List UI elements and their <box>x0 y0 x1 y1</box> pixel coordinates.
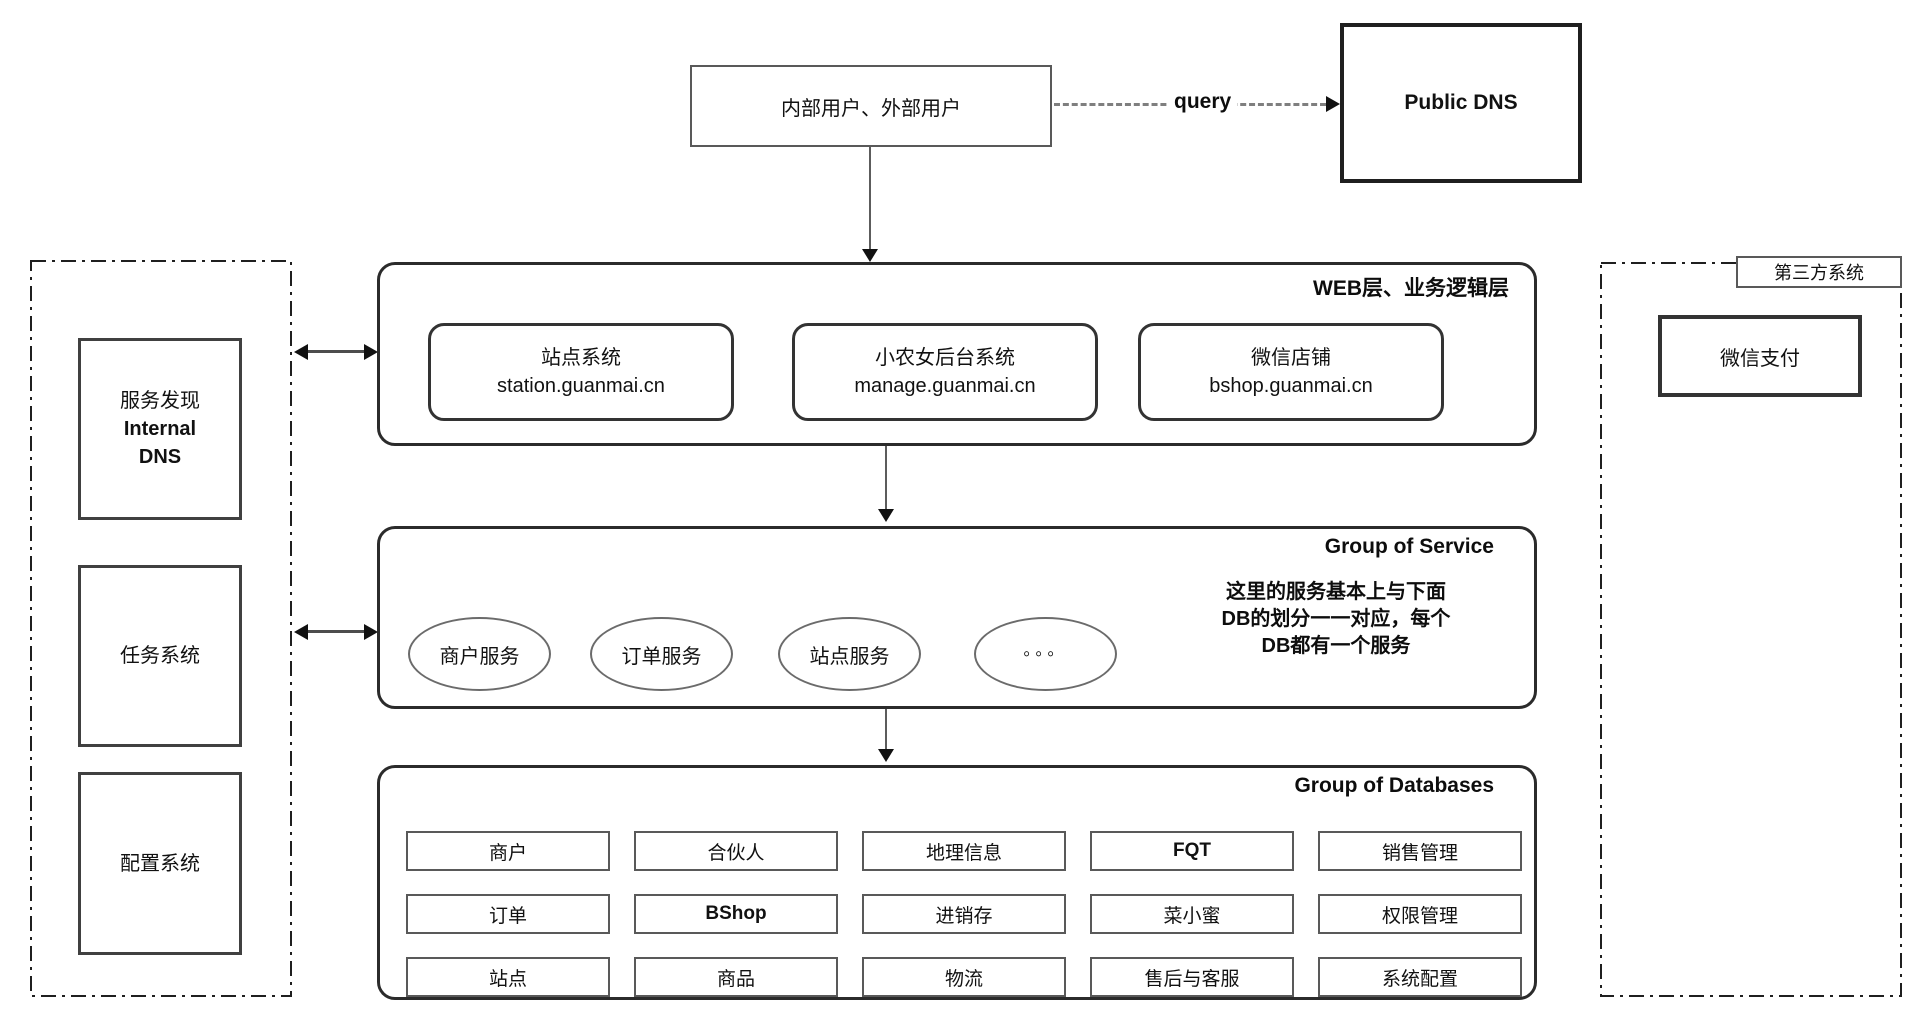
wechat-pay-label: 微信支付 <box>1720 347 1800 370</box>
users-to-web-arrow-line <box>869 147 871 249</box>
db-box-merchant: 商户 <box>406 831 610 871</box>
query-label: query <box>1168 90 1238 114</box>
web-to-service-arrowhead-icon <box>878 509 894 522</box>
service-to-db-arrowhead-icon <box>878 749 894 762</box>
db-row-1: 商户 合伙人 地理信息 FQT 销售管理 <box>406 831 1522 871</box>
web-to-service-arrow-line <box>885 446 887 509</box>
task-system-label: 任务系统 <box>120 645 200 667</box>
db-box-fqt: FQT <box>1090 831 1294 871</box>
more-services-dots: 。。。 <box>1023 642 1068 659</box>
left-panel-border <box>30 260 292 997</box>
db-box-product: 商品 <box>634 957 838 997</box>
db-group-title: Group of Databases <box>1294 774 1494 797</box>
users-label: 内部用户、外部用户 <box>781 97 961 120</box>
bshop-system-name: 微信店铺 <box>1251 347 1331 369</box>
db-box-station: 站点 <box>406 957 610 997</box>
station-system-domain: station.guanmai.cn <box>497 375 665 397</box>
db-row-3: 站点 商品 物流 售后与客服 系统配置 <box>406 957 1522 997</box>
order-service-ellipse: 订单服务 <box>590 617 733 691</box>
service-note-line2: DB的划分一一对应，每个 <box>1221 608 1451 630</box>
users-to-web-arrowhead-icon <box>862 249 878 262</box>
left-service-link-line <box>306 630 366 633</box>
bshop-system-box: 微信店铺 bshop.guanmai.cn <box>1138 323 1444 421</box>
service-group-container: Group of Service 这里的服务基本上与下面 DB的划分一一对应，每… <box>377 526 1537 709</box>
service-discovery-label-en1: Internal <box>123 418 197 440</box>
db-box-sales: 销售管理 <box>1318 831 1522 871</box>
task-system-box: 任务系统 <box>78 565 242 747</box>
public-dns-label: Public DNS <box>1404 91 1518 114</box>
db-box-order: 订单 <box>406 894 610 934</box>
service-discovery-label-en2: DNS <box>138 446 182 468</box>
manage-system-name: 小农女后台系统 <box>875 347 1015 369</box>
service-group-note: 这里的服务基本上与下面 DB的划分一一对应，每个 DB都有一个服务 <box>1150 579 1522 660</box>
web-layer-container: WEB层、业务逻辑层 站点系统 station.guanmai.cn 小农女后台… <box>377 262 1537 446</box>
web-layer-title: WEB层、业务逻辑层 <box>1313 277 1509 300</box>
station-system-name: 站点系统 <box>541 347 621 369</box>
left-web-link-arrowhead-left-icon <box>294 344 308 360</box>
db-box-partner: 合伙人 <box>634 831 838 871</box>
third-party-label: 第三方系统 <box>1774 263 1864 283</box>
wechat-pay-box: 微信支付 <box>1658 315 1862 397</box>
left-service-link-arrowhead-left-icon <box>294 624 308 640</box>
manage-system-box: 小农女后台系统 manage.guanmai.cn <box>792 323 1098 421</box>
users-box: 内部用户、外部用户 <box>690 65 1052 147</box>
db-box-caixiaomi: 菜小蜜 <box>1090 894 1294 934</box>
service-discovery-box: 服务发现 Internal DNS <box>78 338 242 520</box>
config-system-box: 配置系统 <box>78 772 242 955</box>
db-box-bshop: BShop <box>634 894 838 934</box>
manage-system-domain: manage.guanmai.cn <box>854 375 1036 397</box>
left-panel-dashdot-rect <box>30 260 292 997</box>
service-note-line3: DB都有一个服务 <box>1261 635 1411 657</box>
station-system-box: 站点系统 station.guanmai.cn <box>428 323 734 421</box>
config-system-label: 配置系统 <box>120 852 200 875</box>
db-box-aftersale: 售后与客服 <box>1090 957 1294 997</box>
left-web-link-line <box>306 350 366 353</box>
db-group-container: Group of Databases 商户 合伙人 地理信息 FQT 销售管理 … <box>377 765 1537 1000</box>
db-box-inventory: 进销存 <box>862 894 1066 934</box>
merchant-service-label: 商户服务 <box>439 645 520 668</box>
left-service-link-arrowhead-right-icon <box>364 624 378 640</box>
query-arrowhead-icon <box>1326 96 1340 112</box>
more-services-ellipse: 。。。 <box>974 617 1117 691</box>
merchant-service-ellipse: 商户服务 <box>408 617 551 691</box>
db-box-sysconfig: 系统配置 <box>1318 957 1522 997</box>
left-web-link-arrowhead-right-icon <box>364 344 378 360</box>
service-discovery-label-cn: 服务发现 <box>120 390 200 412</box>
db-box-permission: 权限管理 <box>1318 894 1522 934</box>
station-service-label: 站点服务 <box>809 645 890 668</box>
third-party-label-box: 第三方系统 <box>1736 256 1902 288</box>
station-service-ellipse: 站点服务 <box>778 617 921 691</box>
bshop-system-domain: bshop.guanmai.cn <box>1209 375 1373 397</box>
db-box-logistics: 物流 <box>862 957 1066 997</box>
public-dns-box: Public DNS <box>1340 23 1582 183</box>
service-note-line1: 这里的服务基本上与下面 <box>1226 581 1446 603</box>
db-row-2: 订单 BShop 进销存 菜小蜜 权限管理 <box>406 894 1522 934</box>
db-box-geo: 地理信息 <box>862 831 1066 871</box>
order-service-label: 订单服务 <box>621 645 702 668</box>
service-group-title: Group of Service <box>1324 535 1494 558</box>
service-to-db-arrow-line <box>885 709 887 749</box>
